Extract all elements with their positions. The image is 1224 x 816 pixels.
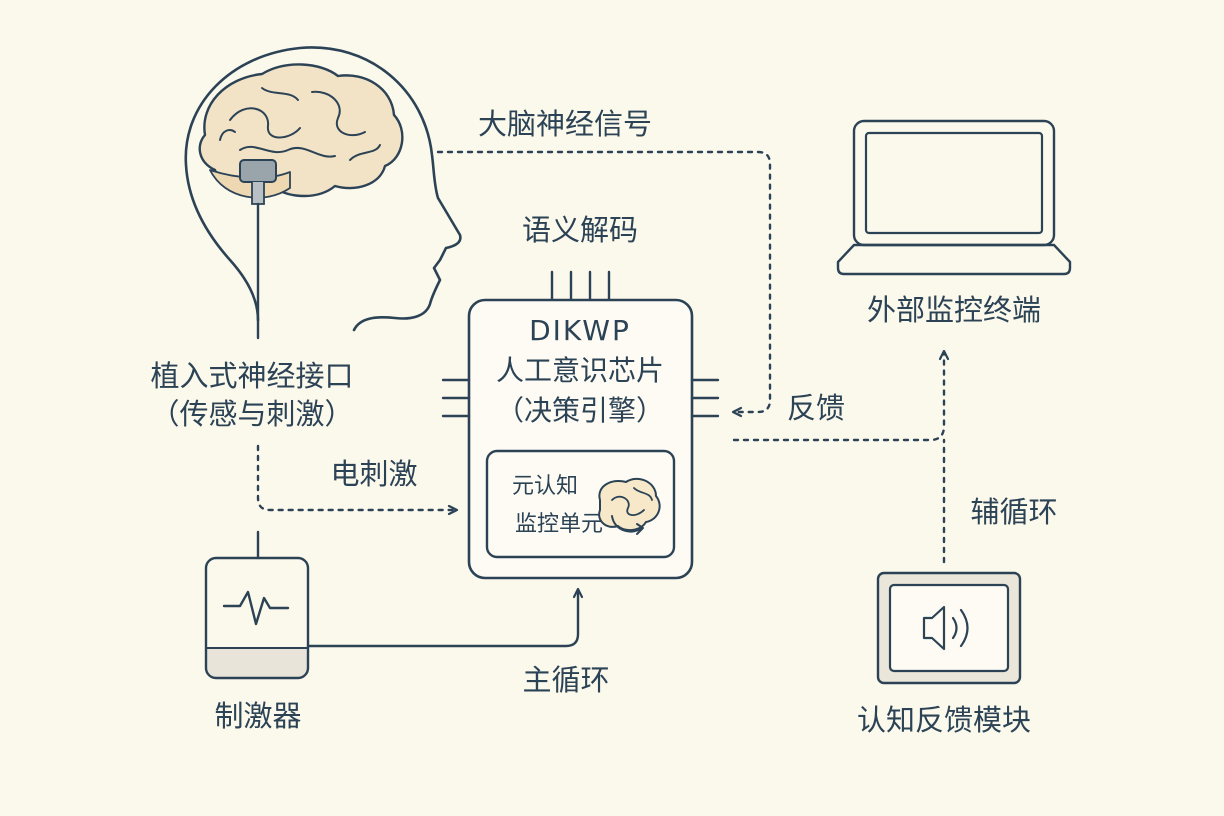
- main-loop-connector: [306, 587, 584, 648]
- stimulator-label: 制激器: [214, 699, 301, 733]
- chip-top-pins: [550, 270, 611, 302]
- chip-title-line3: （决策引擎）: [496, 394, 664, 427]
- brain-signal-label: 大脑神经信号: [478, 107, 652, 141]
- implant-electrode-icon: [239, 159, 277, 340]
- meta-monitor-line1: 元认知: [512, 474, 578, 499]
- pulse-device-icon: [204, 530, 310, 680]
- external-terminal-label: 外部监控终端: [867, 293, 1041, 327]
- semantic-decode-label: 语义解码: [522, 213, 638, 247]
- brain-signal-connector: [436, 150, 772, 418]
- brain-loop-icon: [598, 477, 661, 535]
- brain-icon: [198, 63, 404, 199]
- feedback-label: 反馈: [787, 391, 845, 425]
- electric-stim-label: 电刺激: [330, 457, 417, 491]
- meta-monitor-line2: 监控单元: [515, 512, 603, 537]
- aux-loop-label: 辅循环: [970, 495, 1057, 529]
- implant-label-line2: （传感与刺激）: [150, 397, 353, 431]
- chip-title-line2: 人工意识芯片: [496, 354, 664, 387]
- head-profile-icon: [184, 46, 462, 332]
- speaker-icon: [876, 571, 1022, 685]
- laptop-icon: [836, 119, 1072, 276]
- cognitive-feedback-module-label: 认知反馈模块: [857, 703, 1031, 737]
- main-loop-label: 主循环: [522, 663, 609, 697]
- electric-stim-connector: [256, 444, 459, 516]
- chip-title-line1: DIKWP: [529, 314, 631, 347]
- implant-label-line1: 植入式神经接口: [150, 359, 353, 393]
